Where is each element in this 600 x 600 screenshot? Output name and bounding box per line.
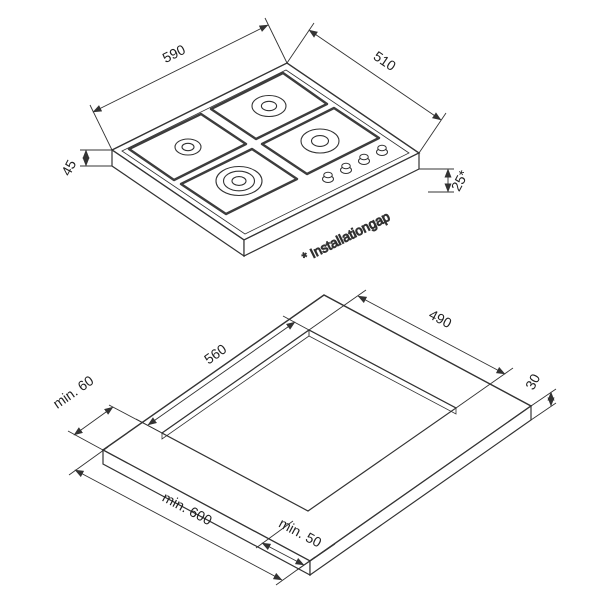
hob-isometric-view: 590 510 45 25* * Installationgap — [58, 17, 472, 266]
grate-back-left — [127, 112, 248, 182]
dimension-30: 30 — [522, 371, 557, 421]
control-knobs — [322, 144, 388, 183]
dimension-25: 25* — [419, 167, 472, 194]
knob-icon — [322, 171, 334, 183]
worktop-cutout-view: 560 490 min. 60 min. 600 min — [50, 289, 557, 586]
burner-medium-front — [300, 128, 340, 154]
dim-label-590: 590 — [160, 41, 188, 66]
grate-front-left — [179, 147, 299, 216]
burner-medium-back — [251, 94, 287, 118]
dim-label-510: 510 — [371, 48, 399, 74]
dim-label-min-60: min. 60 — [50, 372, 97, 412]
dim-label-30: 30 — [522, 371, 544, 392]
dim-label-45: 45 — [58, 157, 80, 178]
dim-label-490: 490 — [426, 306, 454, 331]
dim-label-560: 560 — [201, 341, 229, 368]
burner-small — [174, 138, 202, 156]
knob-icon — [340, 162, 352, 174]
hob-top-surface — [110, 62, 421, 241]
dim-label-25: 25* — [448, 167, 472, 194]
knob-icon — [376, 144, 388, 156]
burner-large — [215, 165, 263, 197]
burners — [174, 94, 340, 197]
dimension-45: 45 — [58, 149, 112, 178]
knob-icon — [358, 153, 370, 165]
cutout-inner-wall-right — [308, 329, 457, 415]
